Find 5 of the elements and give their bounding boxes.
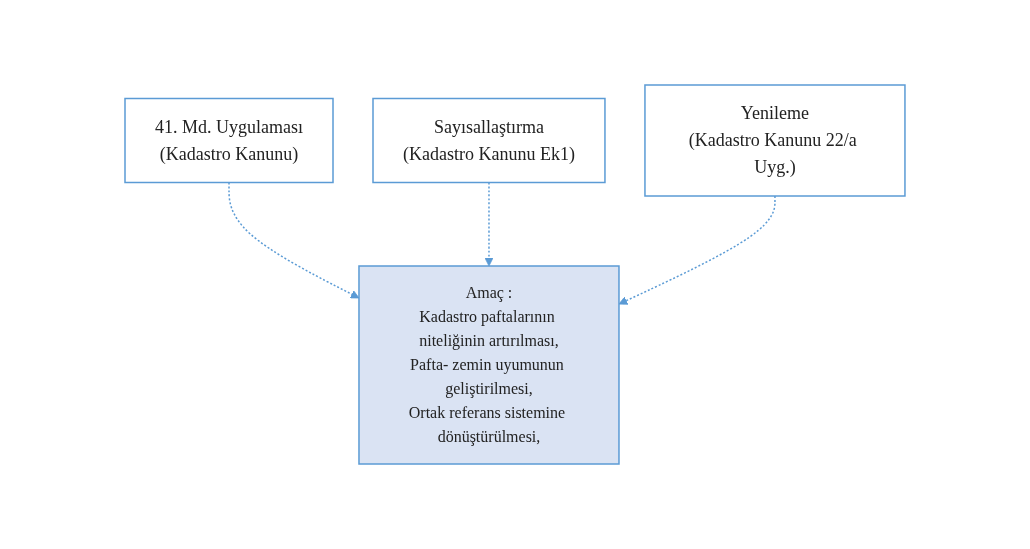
node-box: Sayısallaştırma (Kadastro Kanunu Ek1): [372, 97, 606, 184]
node-box: Yenileme (Kadastro Kanunu 22/a Uyg.): [644, 84, 906, 197]
arrow: [484, 181, 494, 267]
node-box: Amaç : Kadastro paftalarının niteliğinin artırılması, Pafta- zemin uyumunun geliştirilmesi, Ortak referans sistemine dönüştürülmesi,: [358, 265, 620, 465]
node-box: 41. Md. Uygulaması (Kadastro Kanunu): [124, 97, 334, 184]
